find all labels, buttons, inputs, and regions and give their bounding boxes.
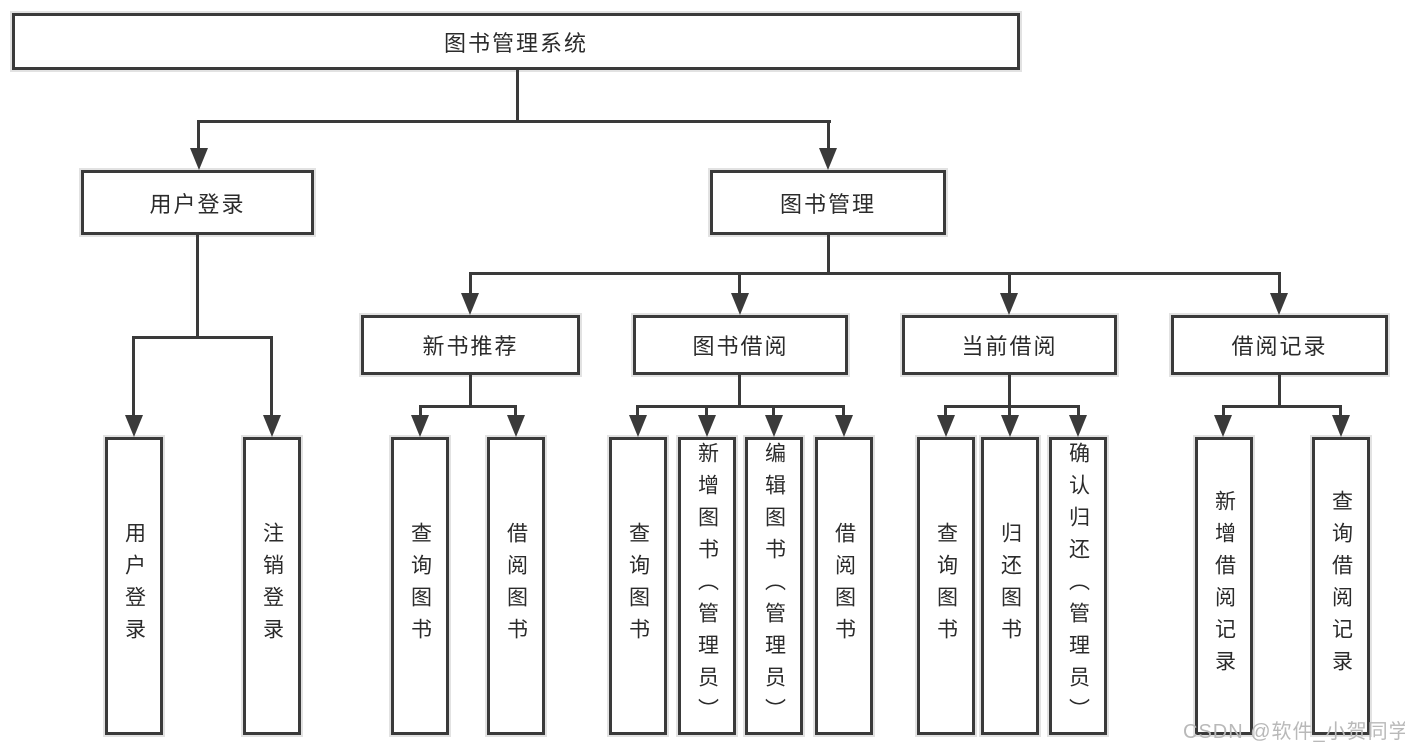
- connector-vline: [1278, 375, 1281, 405]
- leaf-borrow-books-borrow: 借阅图书: [815, 437, 873, 735]
- connector-vline: [514, 405, 517, 417]
- connector-vline: [1077, 405, 1080, 417]
- leaf-logout: 注销登录: [243, 437, 301, 735]
- connector-hline: [419, 405, 517, 408]
- arrowhead-down-icon: [819, 148, 837, 170]
- leaf-query-books-newbook: 查询图书: [391, 437, 449, 735]
- connector-vline: [1008, 375, 1011, 405]
- connector-vline: [469, 272, 472, 296]
- arrowhead-down-icon: [1332, 415, 1350, 437]
- node-book-borrowing-label: 图书借阅: [692, 334, 789, 359]
- connector-hline: [469, 272, 1281, 275]
- arrowhead-down-icon: [507, 415, 525, 437]
- connector-vline: [270, 336, 273, 416]
- leaf-return-books-label: 归还图书: [998, 522, 1022, 650]
- connector-vline: [705, 405, 708, 417]
- leaf-query-borrow-record: 查询借阅记录: [1312, 437, 1370, 735]
- node-new-book-recommend: 新书推荐: [361, 315, 580, 375]
- connector-vline: [1222, 405, 1225, 417]
- leaf-confirm-return-admin-label: 确认归还（管理员）: [1066, 442, 1090, 730]
- connector-vline: [827, 235, 830, 272]
- connector-hline: [636, 405, 845, 408]
- leaf-add-books-admin-label: 新增图书（管理员）: [695, 442, 719, 730]
- connector-vline: [636, 405, 639, 417]
- connector-vline: [827, 120, 830, 150]
- leaf-edit-books-admin-label: 编辑图书（管理员）: [762, 442, 786, 730]
- arrowhead-down-icon: [765, 415, 783, 437]
- node-root-label: 图书管理系统: [443, 30, 588, 56]
- leaf-add-borrow-record: 新增借阅记录: [1195, 437, 1253, 735]
- connector-hline: [1222, 405, 1342, 408]
- node-current-borrowing-label: 当前借阅: [961, 334, 1058, 359]
- leaf-query-books-current: 查询图书: [917, 437, 975, 735]
- leaf-query-borrow-record-label: 查询借阅记录: [1329, 490, 1353, 682]
- arrowhead-down-icon: [1069, 415, 1087, 437]
- connector-vline: [197, 120, 200, 150]
- connector-vline: [738, 375, 741, 405]
- leaf-add-borrow-record-label: 新增借阅记录: [1212, 490, 1236, 682]
- arrowhead-down-icon: [1214, 415, 1232, 437]
- arrowhead-down-icon: [937, 415, 955, 437]
- leaf-query-books-current-label: 查询图书: [934, 522, 958, 650]
- arrowhead-down-icon: [731, 293, 749, 315]
- arrowhead-down-icon: [190, 148, 208, 170]
- node-book-management-label: 图书管理: [779, 191, 876, 217]
- connector-vline: [132, 336, 135, 416]
- node-user-login: 用户登录: [81, 170, 314, 235]
- csdn-watermark: CSDN @软件_小贺同学: [1183, 721, 1405, 743]
- connector-vline: [738, 272, 741, 296]
- leaf-edit-books-admin: 编辑图书（管理员）: [745, 437, 803, 735]
- connector-vline: [469, 375, 472, 405]
- connector-vline: [842, 405, 845, 417]
- connector-vline: [419, 405, 422, 417]
- node-user-login-label: 用户登录: [149, 191, 246, 217]
- connector-hline: [944, 405, 1080, 408]
- connector-vline: [772, 405, 775, 417]
- connector-vline: [196, 235, 199, 336]
- arrowhead-down-icon: [461, 293, 479, 315]
- leaf-confirm-return-admin: 确认归还（管理员）: [1049, 437, 1107, 735]
- connector-hline: [197, 120, 831, 123]
- leaf-borrow-books-newbook: 借阅图书: [487, 437, 545, 735]
- arrowhead-down-icon: [125, 415, 143, 437]
- node-new-book-recommend-label: 新书推荐: [422, 334, 519, 359]
- arrowhead-down-icon: [1000, 293, 1018, 315]
- arrowhead-down-icon: [835, 415, 853, 437]
- leaf-add-books-admin: 新增图书（管理员）: [678, 437, 736, 735]
- connector-vline: [944, 405, 947, 417]
- node-root-system: 图书管理系统: [12, 13, 1020, 70]
- connector-vline: [1278, 272, 1281, 296]
- arrowhead-down-icon: [263, 415, 281, 437]
- leaf-query-books-newbook-label: 查询图书: [408, 522, 432, 650]
- leaf-user-login-label: 用户登录: [122, 522, 146, 650]
- leaf-query-books-borrow-label: 查询图书: [626, 522, 650, 650]
- node-borrow-records: 借阅记录: [1171, 315, 1388, 375]
- node-current-borrowing: 当前借阅: [902, 315, 1117, 375]
- leaf-query-books-borrow: 查询图书: [609, 437, 667, 735]
- arrowhead-down-icon: [698, 415, 716, 437]
- arrowhead-down-icon: [411, 415, 429, 437]
- leaf-logout-label: 注销登录: [260, 522, 284, 650]
- arrowhead-down-icon: [1001, 415, 1019, 437]
- arrowhead-down-icon: [629, 415, 647, 437]
- connector-vline: [1008, 272, 1011, 296]
- connector-hline: [132, 336, 273, 339]
- leaf-user-login: 用户登录: [105, 437, 163, 735]
- leaf-borrow-books-newbook-label: 借阅图书: [504, 522, 528, 650]
- node-book-borrowing: 图书借阅: [633, 315, 848, 375]
- node-book-management: 图书管理: [710, 170, 946, 235]
- leaf-return-books: 归还图书: [981, 437, 1039, 735]
- connector-vline: [516, 70, 519, 122]
- leaf-borrow-books-borrow-label: 借阅图书: [832, 522, 856, 650]
- connector-vline: [1008, 405, 1011, 417]
- arrowhead-down-icon: [1270, 293, 1288, 315]
- connector-vline: [1339, 405, 1342, 417]
- node-borrow-records-label: 借阅记录: [1231, 334, 1328, 359]
